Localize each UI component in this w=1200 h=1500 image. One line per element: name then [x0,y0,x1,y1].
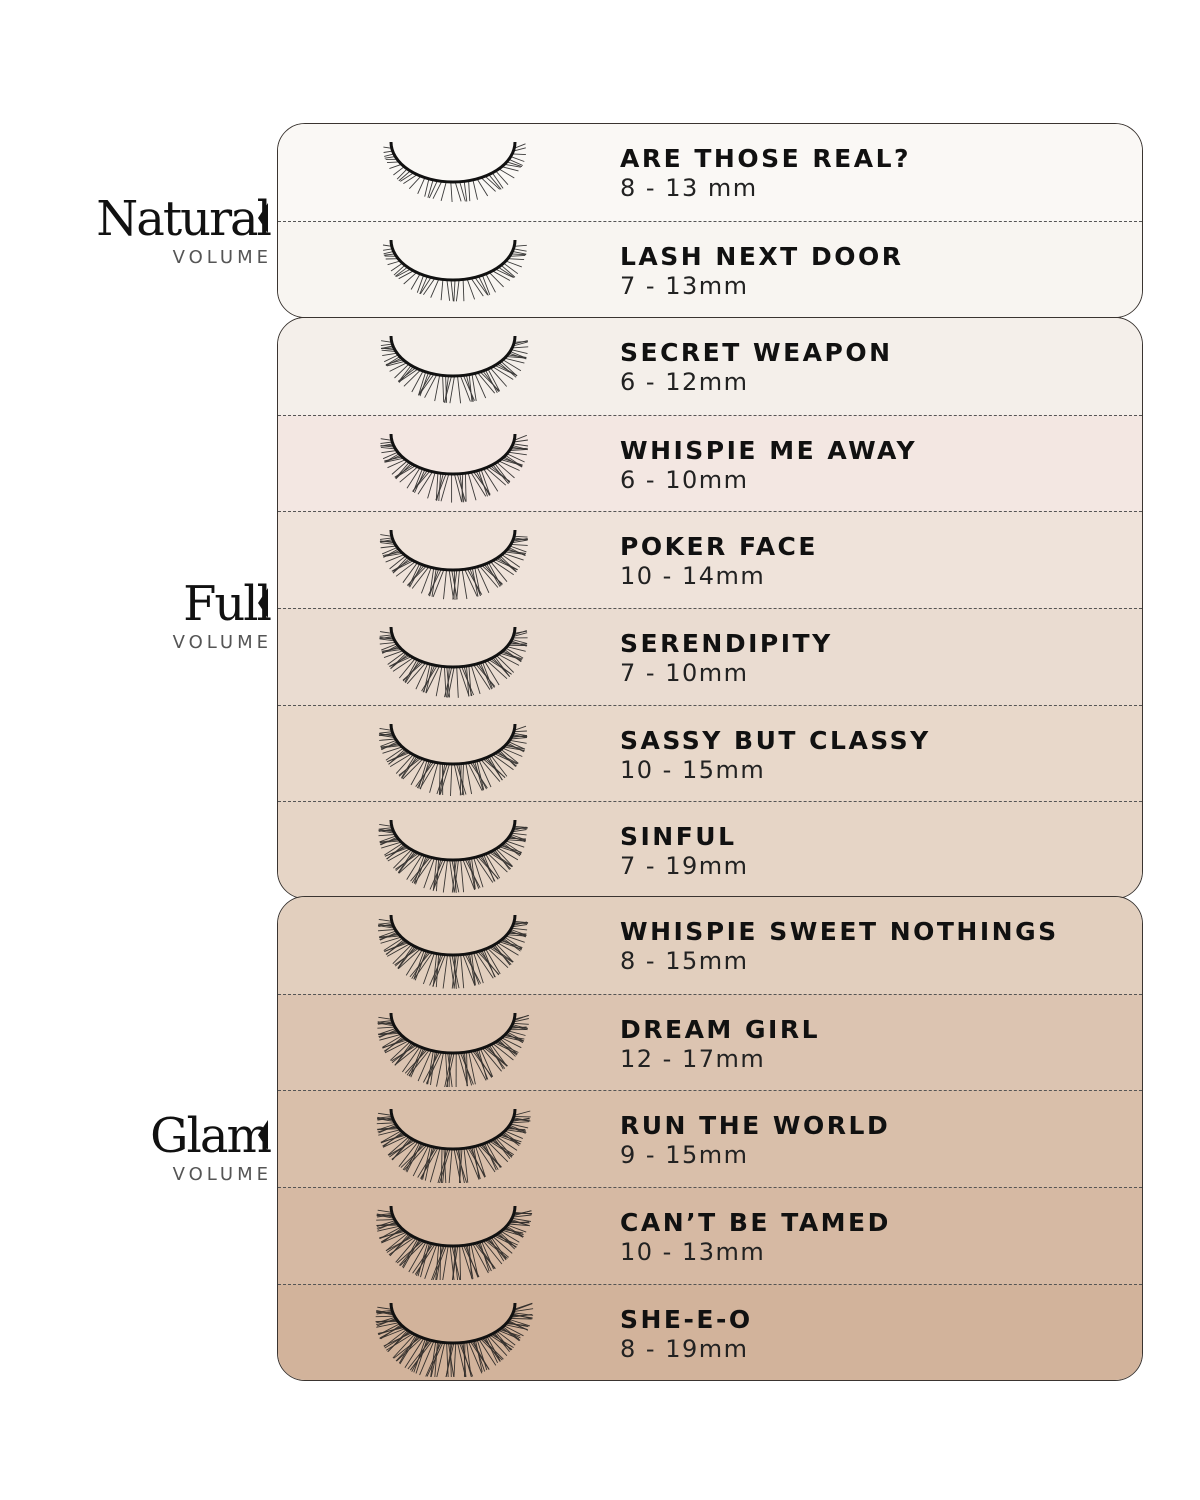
eyelash-icon [383,141,526,203]
eyelash-icon [379,627,528,698]
lash-name: SHE-E-O [620,1304,753,1334]
lash-row: LASH NEXT DOOR 7 - 13mm [278,220,1142,318]
lash-name: SINFUL [620,822,737,852]
eyelash-icon [376,1109,531,1184]
volume-subtitle: VOLUME [172,632,272,653]
lash-length: 8 - 19mm [620,1334,749,1363]
eyelash-icon [379,530,528,601]
lash-row: WHISPIE ME AWAY 6 - 10mm [278,414,1142,512]
lash-name: LASH NEXT DOOR [620,241,904,271]
lash-name: DREAM GIRL [620,1014,821,1044]
lash-length: 8 - 13 mm [620,174,758,202]
lash-length: 6 - 10mm [620,465,749,494]
volume-label: Natural VOLUME [96,191,272,268]
eyelash-icon [377,914,529,989]
eyelash-icon [375,1302,534,1377]
lash-length: 8 - 15mm [620,947,749,975]
lash-name: WHISPIE SWEET NOTHINGS [620,917,1059,946]
lash-name: POKER FACE [620,532,818,562]
pointer-arrow-icon [258,203,268,233]
eyelash-icon [380,335,529,404]
lash-name: RUN THE WORLD [620,1111,891,1141]
lash-name: SECRET WEAPON [620,338,893,367]
lash-name: SERENDIPITY [620,629,833,659]
volume-label: Full VOLUME [172,576,272,653]
lash-length: 7 - 13mm [620,271,749,300]
lash-length: 10 - 15mm [620,755,766,784]
volume-title: Natural [96,191,272,247]
lash-row: SECRET WEAPON 6 - 12mm [278,318,1142,415]
eyelash-icon [377,1012,530,1087]
lash-name: ARE THOSE REAL? [620,144,912,173]
lash-name: WHISPIE ME AWAY [620,435,918,465]
volume-title: Glam [150,1108,272,1164]
lash-row: SINFUL 7 - 19mm [278,801,1142,899]
pointer-arrow-icon [258,588,268,618]
lash-name: CAN’T BE TAMED [620,1208,891,1238]
lash-row: WHISPIE SWEET NOTHINGS 8 - 15mm [278,897,1142,994]
eyelash-icon [376,1206,533,1281]
volume-group-full: SECRET WEAPON 6 - 12mm WHISPIE ME AWAY 6… [277,317,1143,900]
lash-row: ARE THOSE REAL? 8 - 13 mm [278,124,1142,221]
volume-subtitle: VOLUME [172,247,272,268]
eyelash-icon [378,820,528,894]
lash-row: CAN’T BE TAMED 10 - 13mm [278,1187,1142,1284]
volume-title: Full [183,576,272,632]
eyelash-icon [382,239,527,302]
lash-row: RUN THE WORLD 9 - 15mm [278,1090,1142,1188]
lash-row: POKER FACE 10 - 14mm [278,511,1142,609]
volume-group-natural: ARE THOSE REAL? 8 - 13 mm LASH NEXT DOOR… [277,123,1143,319]
volume-group-glam: WHISPIE SWEET NOTHINGS 8 - 15mm DREAM GI… [277,896,1143,1382]
pointer-arrow-icon [258,1120,268,1150]
lash-name: SASSY BUT CLASSY [620,725,931,755]
eyelash-icon [380,433,529,503]
lash-length: 6 - 12mm [620,368,749,396]
lash-length: 9 - 15mm [620,1141,749,1170]
volume-subtitle: VOLUME [172,1164,272,1185]
lash-length: 10 - 13mm [620,1238,766,1267]
lash-row: DREAM GIRL 12 - 17mm [278,993,1142,1091]
lash-row: SASSY BUT CLASSY 10 - 15mm [278,704,1142,802]
lash-row: SHE-E-O 8 - 19mm [278,1283,1142,1381]
lash-length: 7 - 10mm [620,659,749,688]
lash-length: 7 - 19mm [620,852,749,881]
lash-row: SERENDIPITY 7 - 10mm [278,608,1142,705]
lash-length: 12 - 17mm [620,1044,766,1073]
volume-label: Glam VOLUME [150,1108,272,1185]
lash-length: 10 - 14mm [620,562,766,591]
eyelash-icon [378,723,528,796]
